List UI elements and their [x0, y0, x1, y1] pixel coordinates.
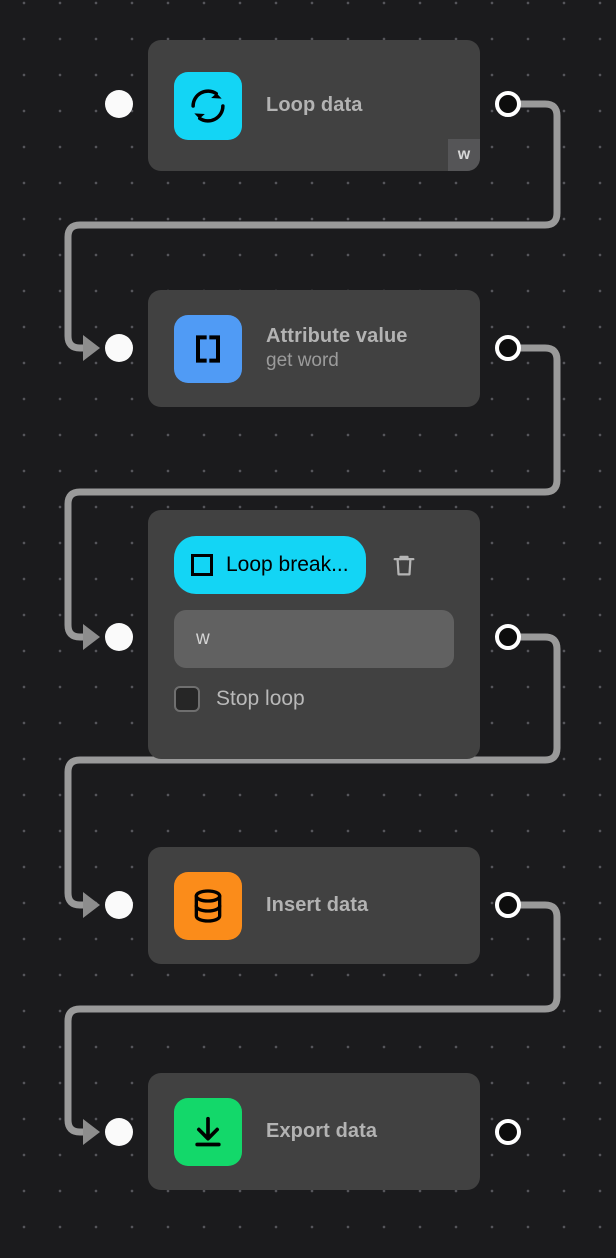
node-loop-data[interactable]: Loop data w	[148, 40, 480, 171]
port-out-export-data[interactable]	[495, 1119, 521, 1145]
delete-button[interactable]	[386, 547, 422, 583]
node-title: Attribute value	[266, 324, 408, 347]
edge-arrow-attribute-value	[83, 335, 100, 361]
node-insert-data[interactable]: Insert data	[148, 847, 480, 964]
node-label-group: Loop data	[266, 94, 362, 118]
edge-arrow-export-data	[83, 1119, 100, 1145]
port-out-loop-break[interactable]	[495, 624, 521, 650]
node-title: Loop data	[266, 93, 363, 116]
loop-break-button-label: Loop break...	[226, 553, 349, 576]
port-in-loop-data[interactable]	[105, 90, 133, 118]
database-icon	[174, 871, 242, 940]
port-out-attribute-value[interactable]	[495, 335, 521, 361]
node-subtitle: get word	[266, 350, 339, 372]
port-in-export-data[interactable]	[105, 1118, 133, 1146]
node-title: Export data	[266, 1119, 378, 1142]
loop-refresh-icon	[174, 71, 242, 140]
brackets-icon	[174, 314, 242, 383]
port-out-loop-data[interactable]	[495, 91, 521, 117]
download-icon	[174, 1097, 242, 1166]
loop-break-value-field[interactable]: w	[174, 610, 454, 668]
node-label-group: Export data	[266, 1120, 377, 1144]
port-out-insert-data[interactable]	[495, 892, 521, 918]
node-title: Insert data	[266, 893, 369, 916]
square-outline-icon	[191, 554, 213, 576]
loop-break-header-row: Loop break...	[174, 536, 454, 594]
stop-loop-label: Stop loop	[216, 687, 305, 710]
node-export-data[interactable]: Export data	[148, 1073, 480, 1190]
node-attribute-value[interactable]: Attribute value get word	[148, 290, 480, 407]
port-in-attribute-value[interactable]	[105, 334, 133, 362]
port-in-loop-break[interactable]	[105, 623, 133, 651]
node-loop-break[interactable]: Loop break... w Stop loop	[148, 510, 480, 759]
loop-break-button[interactable]: Loop break...	[174, 536, 366, 594]
node-label-group: Attribute value get word	[266, 325, 408, 373]
edge-arrow-loop-break	[83, 624, 100, 650]
edge-arrow-insert-data	[83, 892, 100, 918]
node-badge: w	[448, 139, 480, 171]
port-in-insert-data[interactable]	[105, 891, 133, 919]
stop-loop-checkbox-row[interactable]: Stop loop	[174, 686, 454, 712]
node-label-group: Insert data	[266, 894, 368, 918]
stop-loop-checkbox[interactable]	[174, 686, 200, 712]
